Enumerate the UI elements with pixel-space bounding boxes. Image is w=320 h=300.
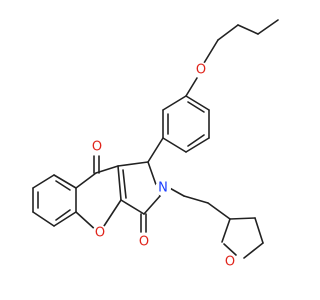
pyranone-ring <box>75 165 122 233</box>
nitrogen-label: N <box>158 181 168 196</box>
ether-bond <box>185 77 198 97</box>
atom-o-carbonyl-bottom: O <box>136 234 152 250</box>
pyrrolone-ring <box>117 161 161 215</box>
atom-o-chromene-ring: O <box>92 225 108 241</box>
carbonyl-top <box>93 155 100 174</box>
oxygen-label: O <box>139 235 149 250</box>
atom-o-thf-ring: O <box>222 254 238 270</box>
atom-o-carbonyl-top: O <box>89 139 105 155</box>
oxygen-label: O <box>225 255 235 270</box>
atom-n-pyrrole: N <box>155 180 171 196</box>
benzo-ring <box>32 174 77 227</box>
phenyl-ring <box>162 95 210 153</box>
oxygen-label: O <box>95 226 105 241</box>
atom-o-ether: O <box>193 62 209 78</box>
n-methylene-chain <box>165 185 231 220</box>
aryl-to-c1-bond <box>147 137 164 163</box>
carbonyl-bottom <box>140 213 147 233</box>
propyl-chain <box>203 19 279 64</box>
oxygen-label: O <box>196 63 206 78</box>
thf-ring <box>221 217 264 259</box>
molecule-drawing: O O N O O O <box>32 19 279 270</box>
oxygen-label: O <box>92 140 102 155</box>
chemical-structure-diagram: O O N O O O <box>32 19 279 270</box>
